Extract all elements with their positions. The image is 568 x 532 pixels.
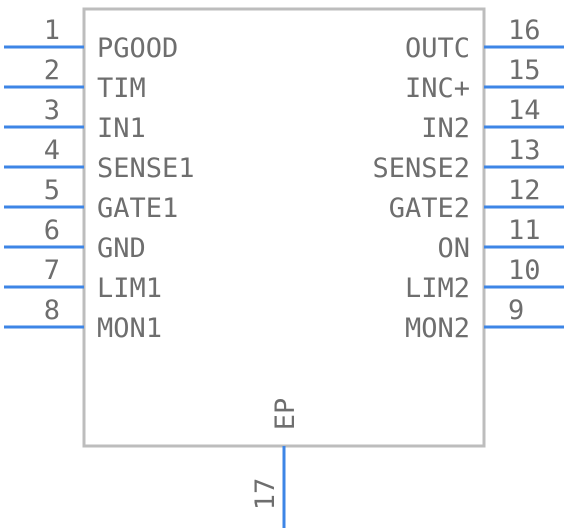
pin-name: SENSE1 xyxy=(97,153,195,184)
pin-number: 10 xyxy=(508,255,541,286)
pin-number: 7 xyxy=(44,255,60,286)
pin-name: EP xyxy=(270,398,301,431)
pin-number: 4 xyxy=(44,135,60,166)
pin-name: GND xyxy=(97,233,146,264)
pin-name: OUTC xyxy=(405,33,470,64)
pin-number: 2 xyxy=(44,55,60,86)
pin-number: 15 xyxy=(508,55,541,86)
pin-number: 8 xyxy=(44,295,60,326)
pin-name: INC+ xyxy=(405,73,470,104)
component-body xyxy=(82,7,486,448)
pin-number: 5 xyxy=(44,175,60,206)
pin-name: LIM1 xyxy=(97,273,162,304)
pin-number: 13 xyxy=(508,135,541,166)
pin-name: ON xyxy=(437,233,470,264)
pin-number: 3 xyxy=(44,95,60,126)
pin-name: SENSE2 xyxy=(372,153,470,184)
pin-name: IN1 xyxy=(97,113,146,144)
pin-name: MON1 xyxy=(97,313,162,344)
pin-number: 17 xyxy=(250,478,281,511)
pin-number: 6 xyxy=(44,215,60,246)
pin-name: LIM2 xyxy=(405,273,470,304)
pin-number: 11 xyxy=(508,215,541,246)
pin-name: GATE1 xyxy=(97,193,178,224)
pin-number: 1 xyxy=(44,15,60,46)
pin-name: IN2 xyxy=(421,113,470,144)
pin-number: 16 xyxy=(508,15,541,46)
pin-name: TIM xyxy=(97,73,146,104)
pin-number: 9 xyxy=(508,295,524,326)
pin-number: 14 xyxy=(508,95,541,126)
pin-name: MON2 xyxy=(405,313,470,344)
pin-name: GATE2 xyxy=(389,193,470,224)
pin-name: PGOOD xyxy=(97,33,178,64)
pin-number: 12 xyxy=(508,175,541,206)
